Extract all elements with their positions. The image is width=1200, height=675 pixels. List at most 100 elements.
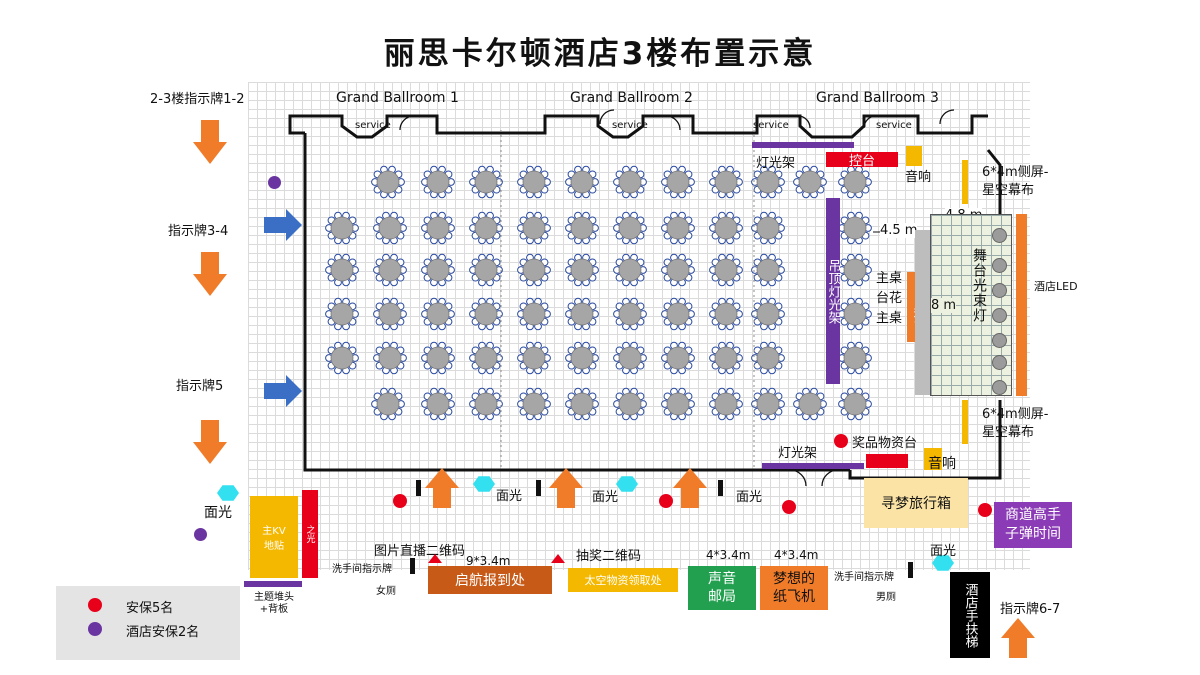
table-top [618, 170, 642, 194]
security-marker [393, 494, 407, 508]
round-table [517, 165, 551, 199]
round-table [421, 341, 455, 375]
photo-qr-label: 图片直播二维码 [374, 544, 466, 559]
side-screen-top-label: 6*4m侧屏- 星空幕布 [982, 165, 1049, 198]
space-supply-pickup: 太空物资领取处 [568, 568, 678, 592]
table-top [666, 392, 690, 416]
door-post [908, 562, 913, 578]
table-top [376, 170, 400, 194]
table-top [756, 216, 780, 240]
round-table [751, 165, 785, 199]
table-top [426, 258, 450, 282]
table-top [666, 302, 690, 326]
legend-security: 安保5名 [126, 601, 174, 616]
face-light-label: 面光 [736, 490, 763, 505]
round-table [325, 211, 359, 245]
table-top [474, 170, 498, 194]
table-top [714, 392, 738, 416]
ballroom-2-label: Grand Ballroom 2 [570, 90, 693, 106]
speaker-bottom [924, 448, 942, 470]
dim-45-label: 4.5 m [880, 223, 918, 238]
ballroom-3-label: Grand Ballroom 3 [816, 90, 939, 106]
table-top [714, 302, 738, 326]
security-marker [978, 503, 992, 517]
legend: 安保5名 酒店安保2名 [56, 586, 240, 660]
table-top [714, 346, 738, 370]
table-top [474, 302, 498, 326]
side-screen-top [962, 160, 968, 204]
zhiguang-board: 之光 [302, 490, 318, 578]
round-table [373, 341, 407, 375]
round-table [517, 253, 551, 287]
table-top [756, 392, 780, 416]
table-top [666, 170, 690, 194]
table-top [618, 216, 642, 240]
round-table [838, 165, 872, 199]
table-top [376, 392, 400, 416]
female-wc-label: 女厕 [376, 586, 396, 597]
round-table [565, 387, 599, 421]
light-rack-bottom [762, 463, 864, 469]
table-top [522, 346, 546, 370]
sign-label-5: 指示牌5 [176, 379, 224, 394]
table-top [330, 258, 354, 282]
side-screen-bottom [962, 400, 968, 444]
round-table [517, 297, 551, 331]
round-table [565, 211, 599, 245]
round-table [751, 253, 785, 287]
round-table [709, 297, 743, 331]
left-bottom-wall [303, 133, 850, 472]
beam-light [992, 308, 1007, 323]
hanging-light-rack: 吊顶灯光架 [826, 198, 841, 384]
direction-arrows [193, 120, 1035, 658]
table-top [570, 170, 594, 194]
dim-8-label: 8 m [931, 298, 957, 313]
round-table [661, 211, 695, 245]
round-table [661, 387, 695, 421]
guest-tables [325, 165, 872, 421]
service-label: service [612, 120, 648, 131]
round-table [421, 165, 455, 199]
service-label: service [753, 120, 789, 131]
table-top [756, 346, 780, 370]
round-table [421, 387, 455, 421]
beam-lights-label: 舞台光束灯 [971, 248, 987, 323]
round-table [565, 341, 599, 375]
orange-arrow-down [193, 252, 227, 296]
light-rack-top [752, 142, 854, 148]
hotel-security-marker [268, 176, 281, 189]
hotel-led-screen [1016, 214, 1027, 396]
size-label: 4*3.4m [774, 548, 819, 562]
table-top [843, 302, 867, 326]
legend-hotel-security: 酒店安保2名 [126, 625, 200, 640]
photo-qr-marker [428, 554, 442, 563]
round-table [517, 211, 551, 245]
table-top [843, 170, 867, 194]
orange-arrow-up [549, 468, 583, 508]
main-table-label: 主桌 [876, 311, 903, 326]
round-table [565, 253, 599, 287]
round-table [373, 211, 407, 245]
table-top [474, 258, 498, 282]
table-top [378, 346, 402, 370]
round-table [371, 165, 405, 199]
round-table [325, 253, 359, 287]
flowers-label: 台花 [876, 291, 903, 306]
face-light-icon [473, 476, 495, 492]
checkin-desk: 启航报到处 [428, 566, 552, 594]
round-table [661, 253, 695, 287]
table-top [522, 258, 546, 282]
beam-light [992, 258, 1007, 273]
table-top [666, 258, 690, 282]
draw-qr-label: 抽奖二维码 [576, 549, 642, 564]
size-label: 4*3.4m [706, 548, 751, 562]
round-table [709, 211, 743, 245]
door-post [718, 480, 723, 496]
table-top [426, 216, 450, 240]
round-table [517, 341, 551, 375]
round-table [709, 253, 743, 287]
face-light-label: 面光 [204, 505, 232, 521]
main-table-label: 主桌 [876, 271, 903, 286]
